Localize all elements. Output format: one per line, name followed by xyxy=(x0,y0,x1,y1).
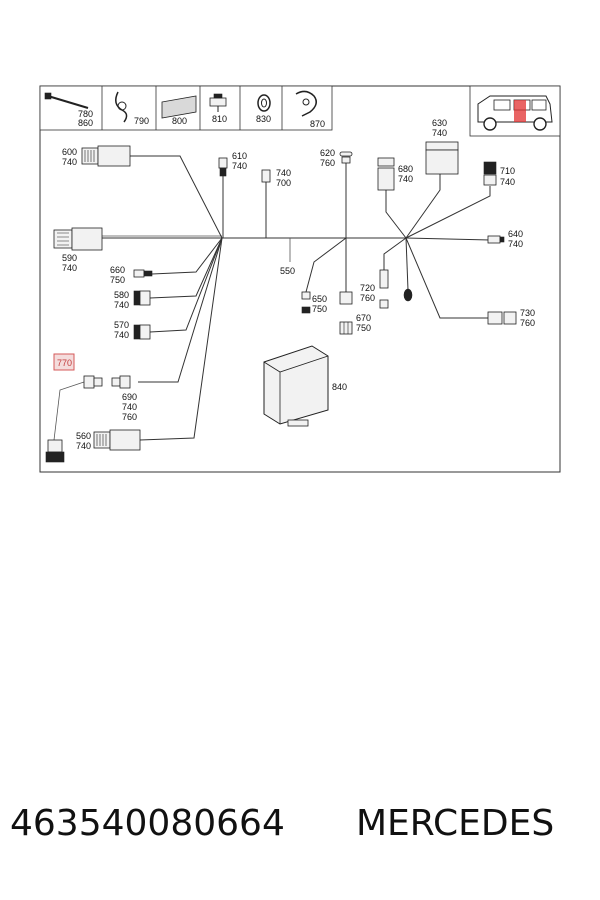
relay-module-icon xyxy=(45,439,65,463)
callout-770 xyxy=(53,353,75,371)
legend-bar: 780 860 790 800 810 830 870 xyxy=(39,85,333,131)
label-710-740: 740 xyxy=(500,177,515,187)
label-770: 770 xyxy=(57,358,72,368)
connector-640 xyxy=(487,235,505,244)
bracket-clip-icon xyxy=(295,90,317,117)
label-620: 620 xyxy=(320,148,335,158)
label-590: 590 xyxy=(62,253,77,263)
label-600-740: 740 xyxy=(62,157,77,167)
legend-label-800: 800 xyxy=(172,116,187,126)
connector-680 xyxy=(377,157,395,191)
grommet-icon xyxy=(257,94,271,112)
label-640-740: 740 xyxy=(508,239,523,249)
label-640: 640 xyxy=(508,229,523,239)
label-710: 710 xyxy=(500,166,515,176)
hose-clamp-icon xyxy=(115,91,128,123)
label-580-740: 740 xyxy=(114,300,129,310)
label-660: 660 xyxy=(110,265,125,275)
connector-650 xyxy=(301,291,311,314)
connector-740-700 xyxy=(261,169,271,183)
label-570: 570 xyxy=(114,320,129,330)
label-730: 730 xyxy=(520,308,535,318)
label-630-740: 740 xyxy=(432,128,447,138)
label-630: 630 xyxy=(432,118,447,128)
connector-670 xyxy=(339,291,353,335)
ground-terminal-icon xyxy=(403,288,413,302)
clip-icon xyxy=(209,93,227,112)
connector-730 xyxy=(487,311,517,325)
connector-560 xyxy=(93,429,141,451)
label-650-750: 750 xyxy=(312,304,327,314)
connector-570 xyxy=(133,324,151,340)
harness-wires xyxy=(53,155,491,441)
connector-660 xyxy=(133,269,153,278)
label-840: 840 xyxy=(332,382,347,392)
label-610: 610 xyxy=(232,151,247,161)
legend-label-790: 790 xyxy=(134,116,149,126)
connector-600 xyxy=(81,145,131,167)
connector-690 xyxy=(83,375,131,389)
legend-label-860: 860 xyxy=(78,118,93,128)
label-550: 550 xyxy=(280,266,295,276)
label-570-740: 740 xyxy=(114,330,129,340)
connector-590 xyxy=(53,227,103,251)
legend-label-830: 830 xyxy=(256,114,271,124)
control-unit-840 xyxy=(263,345,329,427)
label-620-760: 760 xyxy=(320,158,335,168)
connector-610 xyxy=(218,157,228,177)
legend-label-870: 870 xyxy=(310,119,325,129)
label-700: 700 xyxy=(276,178,291,188)
label-660-750: 750 xyxy=(110,275,125,285)
brand-name: MERCEDES xyxy=(356,803,555,844)
label-670: 670 xyxy=(356,313,371,323)
label-690-740: 740 xyxy=(122,402,137,412)
label-690: 690 xyxy=(122,392,137,402)
label-590-740: 740 xyxy=(62,263,77,273)
label-560-740: 740 xyxy=(76,441,91,451)
connector-580 xyxy=(133,290,151,306)
label-720-760: 760 xyxy=(360,293,375,303)
label-730-760: 760 xyxy=(520,318,535,328)
module-630 xyxy=(425,141,459,175)
connector-720 xyxy=(379,269,389,309)
connector-620 xyxy=(339,151,353,164)
legend-label-810: 810 xyxy=(212,114,227,124)
label-690-760: 760 xyxy=(122,412,137,422)
connector-710 xyxy=(483,161,497,186)
part-number: 463540080664 xyxy=(10,803,285,844)
cable-tie-icon xyxy=(44,92,89,109)
suv-side-view-icon xyxy=(469,85,561,137)
label-680-740: 740 xyxy=(398,174,413,184)
label-610-740: 740 xyxy=(232,161,247,171)
footer: 463540080664 MERCEDES xyxy=(0,803,600,863)
label-650: 650 xyxy=(312,294,327,304)
label-740: 740 xyxy=(276,168,291,178)
label-720: 720 xyxy=(360,283,375,293)
label-580: 580 xyxy=(114,290,129,300)
label-670-750: 750 xyxy=(356,323,371,333)
label-560: 560 xyxy=(76,431,91,441)
label-600: 600 xyxy=(62,147,77,157)
tape-strip-icon xyxy=(161,95,197,119)
legend-label-780: 780 xyxy=(78,109,93,119)
label-680: 680 xyxy=(398,164,413,174)
